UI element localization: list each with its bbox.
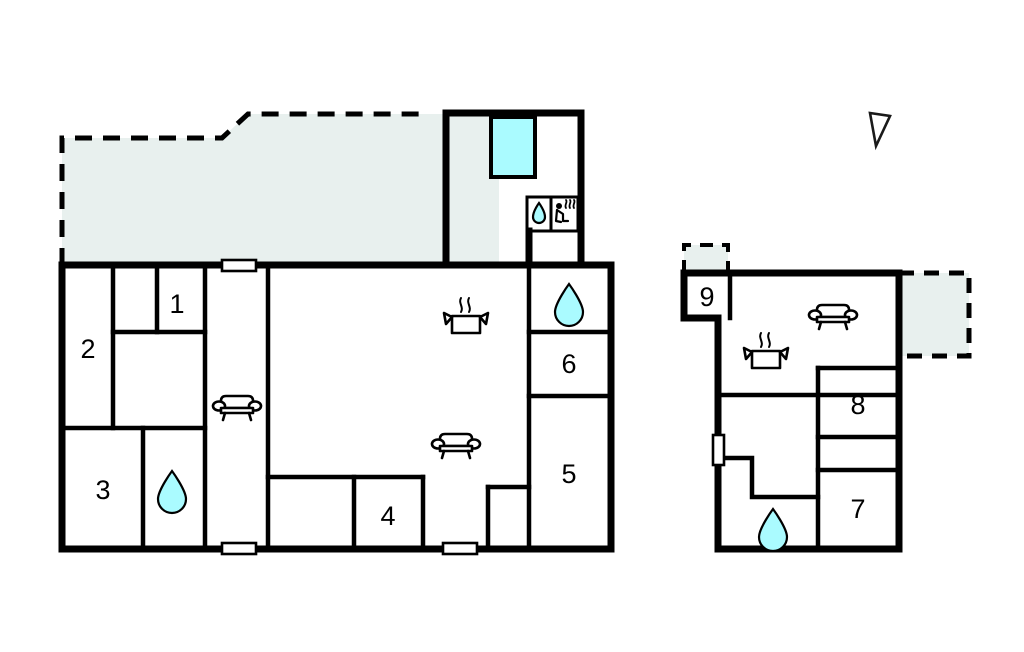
main-building-shell (58, 261, 615, 553)
room-label-2: 2 (80, 334, 95, 364)
water-drop-icon (531, 201, 547, 225)
window-south-left (220, 541, 258, 556)
annex-building-outline (680, 269, 903, 553)
room-label-8: 8 (850, 390, 865, 420)
annex-building-icons (742, 303, 859, 553)
stove-icon (442, 297, 490, 335)
annex-building-room-labels: 7 8 9 (699, 282, 865, 524)
room-label-9: 9 (699, 282, 714, 312)
annex-terrace-north-outline (682, 243, 730, 273)
stove-icon (742, 332, 790, 370)
water-drop-icon (553, 282, 585, 328)
sauna-icon (554, 199, 576, 224)
north-arrow (868, 111, 892, 151)
main-terrace-fill (62, 114, 499, 265)
sauna-icon-box (549, 195, 580, 233)
pool-wing-walls (442, 109, 585, 269)
annex-terrace-north-fill (684, 245, 728, 273)
main-building-room-labels: 1 2 3 4 5 6 (80, 289, 576, 531)
main-building-outline (58, 261, 615, 553)
water-drop-icon (757, 507, 789, 553)
annex-building-partitions (715, 270, 902, 552)
room-label-1: 1 (169, 289, 184, 319)
window-annex-west (711, 433, 726, 467)
indoor-pool (489, 115, 537, 179)
main-terrace-group (59, 111, 499, 265)
room-label-5: 5 (561, 459, 576, 489)
annex-building-openings (711, 433, 726, 467)
room-label-4: 4 (380, 501, 395, 531)
sofa-icon (430, 432, 482, 460)
room-label-7: 7 (850, 494, 865, 524)
sofa-icon (807, 303, 859, 331)
annex-terrace-east-fill (899, 273, 969, 356)
room-label-3: 3 (95, 475, 110, 505)
pool-wing-group (442, 109, 585, 269)
window-south-right (441, 541, 479, 556)
wall-bath-alcove (715, 455, 821, 500)
room-label-6: 6 (561, 349, 576, 379)
main-building-openings (220, 258, 479, 556)
annex-terrace-east-outline (899, 270, 972, 359)
main-building-icons (156, 282, 585, 515)
annex-building-shell (680, 269, 903, 553)
annex-terraces (682, 243, 972, 359)
sofa-icon (211, 394, 263, 422)
main-building-partitions (59, 262, 614, 552)
main-terrace-outline (59, 111, 420, 265)
water-drop-icon (156, 469, 188, 515)
window-north (220, 258, 258, 273)
